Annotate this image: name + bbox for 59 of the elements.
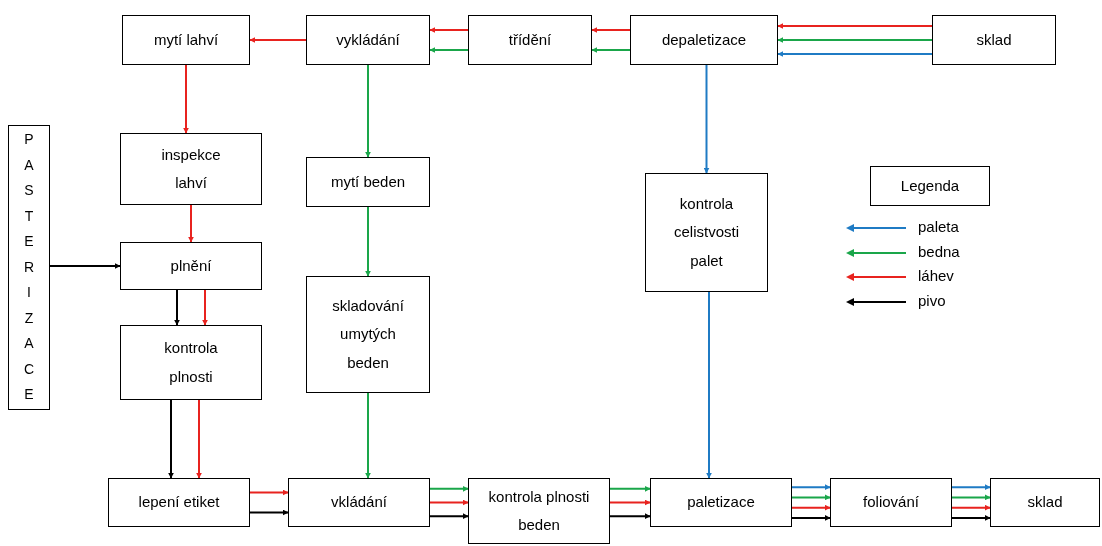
legend-label: bedna [918, 242, 960, 260]
arrow [703, 64, 710, 174]
process-box: kontrola plnosti [120, 325, 262, 400]
arrow [429, 47, 469, 53]
legend-label: paleta [918, 218, 959, 235]
process-box: vkládání [288, 478, 430, 527]
arrow [777, 37, 933, 43]
arrow [365, 392, 371, 479]
vertical-process-box: PASTERIZACE [8, 125, 50, 410]
arrow [249, 509, 289, 516]
legend-label: láhev [918, 267, 954, 284]
arrow [609, 485, 651, 492]
process-box: lepení etiket [108, 478, 250, 527]
process-box: kontrola plnosti beden [468, 478, 610, 544]
process-box: Legenda [870, 166, 990, 206]
arrow [188, 204, 194, 243]
process-box: skladování umytých beden [306, 276, 430, 393]
process-box: mytí beden [306, 157, 430, 207]
process-box: kontrola celistvosti palet [645, 173, 768, 292]
arrow [777, 51, 933, 57]
arrow [791, 494, 831, 501]
arrow [365, 64, 371, 158]
process-box: paletizace [650, 478, 792, 527]
arrow [429, 513, 469, 520]
arrow [365, 206, 371, 277]
arrow [249, 37, 307, 43]
legend-label: pivo [918, 291, 946, 309]
arrow [591, 47, 631, 53]
arrow [168, 399, 174, 479]
arrow [791, 514, 831, 521]
process-box: depaletizace [630, 15, 778, 65]
arrow [951, 494, 991, 501]
arrow [429, 499, 469, 506]
arrow [429, 485, 469, 492]
process-box: sklad [932, 15, 1056, 65]
arrow [951, 484, 991, 491]
arrow [202, 289, 208, 326]
arrow [791, 484, 831, 491]
arrow [249, 489, 289, 496]
arrow [591, 27, 631, 33]
arrow [196, 399, 202, 479]
arrow [49, 263, 121, 269]
arrow [429, 27, 469, 33]
arrow [183, 64, 189, 134]
arrow [951, 504, 991, 511]
arrow [791, 504, 831, 511]
arrow [777, 23, 933, 29]
process-box: inspekce lahví [120, 133, 262, 205]
arrow [609, 499, 651, 506]
process-box: třídění [468, 15, 592, 65]
arrow [609, 513, 651, 520]
process-box: vykládání [306, 15, 430, 65]
process-box: mytí lahví [122, 15, 250, 65]
process-box: foliování [830, 478, 952, 527]
arrow [174, 289, 180, 326]
arrow [706, 291, 712, 479]
process-box: sklad [990, 478, 1100, 527]
process-box: plnění [120, 242, 262, 290]
arrow [951, 514, 991, 521]
